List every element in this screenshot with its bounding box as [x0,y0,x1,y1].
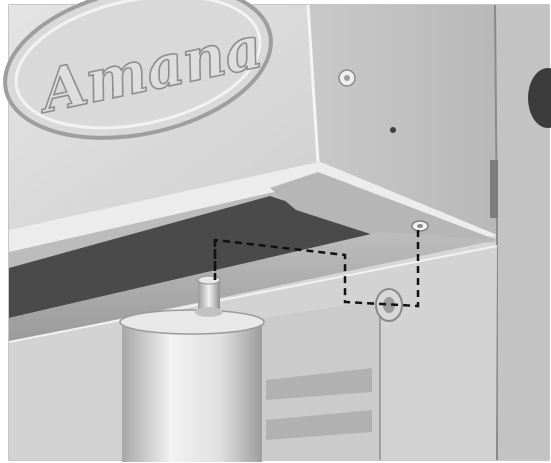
pin-icon [195,275,223,317]
cylinder-post [119,309,265,462]
dark-slot [9,196,380,318]
compartment-slat-1 [266,368,372,400]
side-panel [308,5,497,236]
corner-bracket [490,160,498,218]
lower-body-edge [8,245,498,343]
shelf-plate [270,172,497,250]
panel-edge-highlight [306,4,320,163]
post-hole [528,68,551,128]
mounting-hole [390,127,396,133]
screw-head-icon [338,69,356,87]
bushing-icon [375,288,403,322]
dashed-callout-path [213,226,420,308]
shelf-underside [9,232,497,342]
compartment-slat-2 [266,410,372,440]
plate-hole-icon [411,220,429,232]
